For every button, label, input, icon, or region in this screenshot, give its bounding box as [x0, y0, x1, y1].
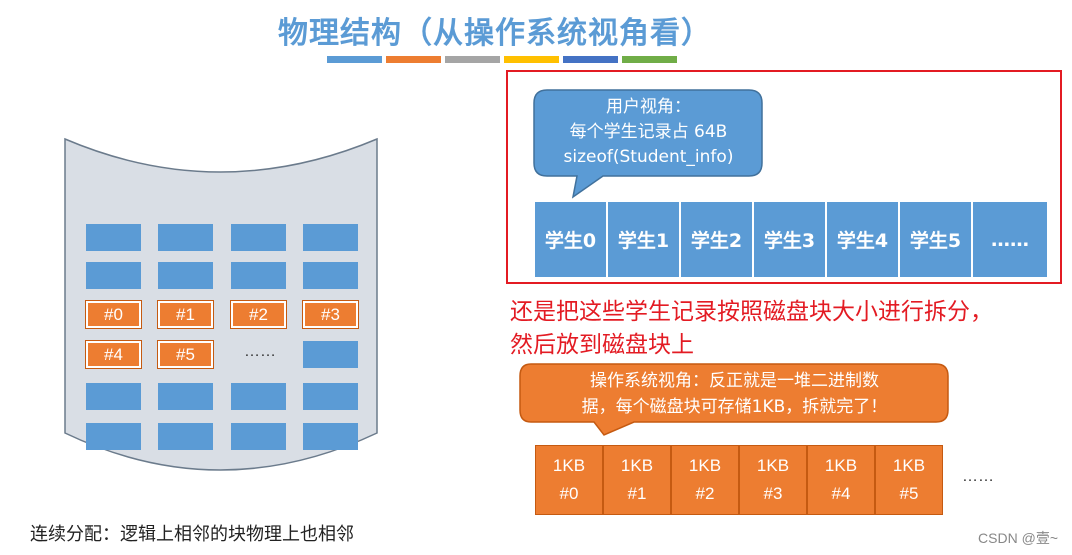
page-title: 物理结构（从操作系统视角看） — [278, 16, 712, 51]
disk-block — [86, 262, 141, 289]
student-record: 学生5 — [900, 202, 973, 277]
bubble-line: 用户视角： — [606, 97, 691, 117]
disk-block — [158, 224, 213, 251]
kb-block-size: 1KB — [688, 456, 722, 475]
disk-block — [303, 383, 358, 410]
kb-block: 1KB #5 — [875, 445, 943, 515]
red-note-line: 还是把这些学生记录按照磁盘块大小进行拆分， — [510, 299, 993, 325]
disk-block — [86, 383, 141, 410]
disk-block — [158, 383, 213, 410]
kb-block-size: 1KB — [892, 456, 926, 475]
os-view-bubble — [519, 363, 949, 436]
kb-block-id: #4 — [831, 484, 851, 503]
kb-block: 1KB #3 — [739, 445, 807, 515]
disk-block — [303, 423, 358, 450]
kb-block-id: #3 — [763, 484, 783, 503]
red-note-line: 然后放到磁盘块上 — [510, 332, 694, 358]
kb-block: 1KB #4 — [807, 445, 875, 515]
title-bar-darkblue — [563, 56, 618, 63]
red-note: 还是把这些学生记录按照磁盘块大小进行拆分， 然后放到磁盘块上 — [510, 296, 993, 362]
bubble-line: 据，每个磁盘块可存储1KB，拆就完了！ — [581, 397, 888, 417]
bubble-line: 操作系统视角：反正就是一堆二进制数 — [590, 371, 879, 391]
caption: 连续分配：逻辑上相邻的块物理上也相邻 — [30, 524, 354, 545]
disk-block — [303, 341, 358, 368]
kb-block: 1KB #1 — [603, 445, 671, 515]
disk-block — [86, 224, 141, 251]
kb-block-id: #0 — [559, 484, 579, 503]
kb-block-id: #5 — [899, 484, 919, 503]
disk-block-used: #4 — [85, 340, 142, 369]
student-record: 学生3 — [754, 202, 827, 277]
kb-block-size: 1KB — [620, 456, 654, 475]
student-record: 学生4 — [827, 202, 900, 277]
kb-block: 1KB #0 — [535, 445, 603, 515]
student-record: 学生1 — [608, 202, 681, 277]
bubble-line: sizeof(Student_info) — [563, 147, 734, 167]
title-bar-blue — [327, 56, 382, 63]
title-bar-green — [622, 56, 677, 63]
watermark: CSDN @壹~ — [978, 530, 1058, 546]
user-view-frame — [506, 70, 1062, 284]
student-record: 学生2 — [681, 202, 754, 277]
disk-ellipsis: …… — [244, 343, 276, 360]
os-view-bubble-text: 操作系统视角：反正就是一堆二进制数 据，每个磁盘块可存储1KB，拆就完了！ — [520, 368, 949, 420]
disk-block-used: #3 — [302, 300, 359, 329]
student-records: 学生0 学生1 学生2 学生3 学生4 学生5 …… — [535, 202, 1047, 277]
disk-block-used: #5 — [157, 340, 214, 369]
disk-cylinder — [64, 137, 378, 471]
kb-block-size: 1KB — [756, 456, 790, 475]
kb-block-id: #1 — [627, 484, 647, 503]
bubble-line: 每个学生记录占 64B — [569, 122, 728, 142]
kb-blocks: 1KB #0 1KB #1 1KB #2 1KB #3 1KB #4 1KB #… — [535, 445, 943, 515]
kb-block-size: 1KB — [552, 456, 586, 475]
student-record-ellipsis: …… — [973, 202, 1047, 277]
disk-block — [231, 383, 286, 410]
disk-block — [86, 423, 141, 450]
disk-block-used: #1 — [157, 300, 214, 329]
disk-block — [158, 262, 213, 289]
user-view-bubble-text: 用户视角： 每个学生记录占 64B sizeof(Student_info) — [534, 95, 763, 170]
student-record: 学生0 — [535, 202, 608, 277]
disk-block — [231, 224, 286, 251]
disk-block-used: #2 — [230, 300, 287, 329]
user-view-bubble — [533, 89, 763, 199]
title-bar-gray — [445, 56, 500, 63]
kb-block: 1KB #2 — [671, 445, 739, 515]
disk-block-used: #0 — [85, 300, 142, 329]
disk-block — [231, 262, 286, 289]
kb-block-id: #2 — [695, 484, 715, 503]
title-bar-orange — [386, 56, 441, 63]
disk-block — [303, 262, 358, 289]
kb-ellipsis: …… — [962, 468, 994, 485]
disk-block — [158, 423, 213, 450]
disk-block — [231, 423, 286, 450]
kb-block-size: 1KB — [824, 456, 858, 475]
disk-block — [303, 224, 358, 251]
title-bar-yellow — [504, 56, 559, 63]
